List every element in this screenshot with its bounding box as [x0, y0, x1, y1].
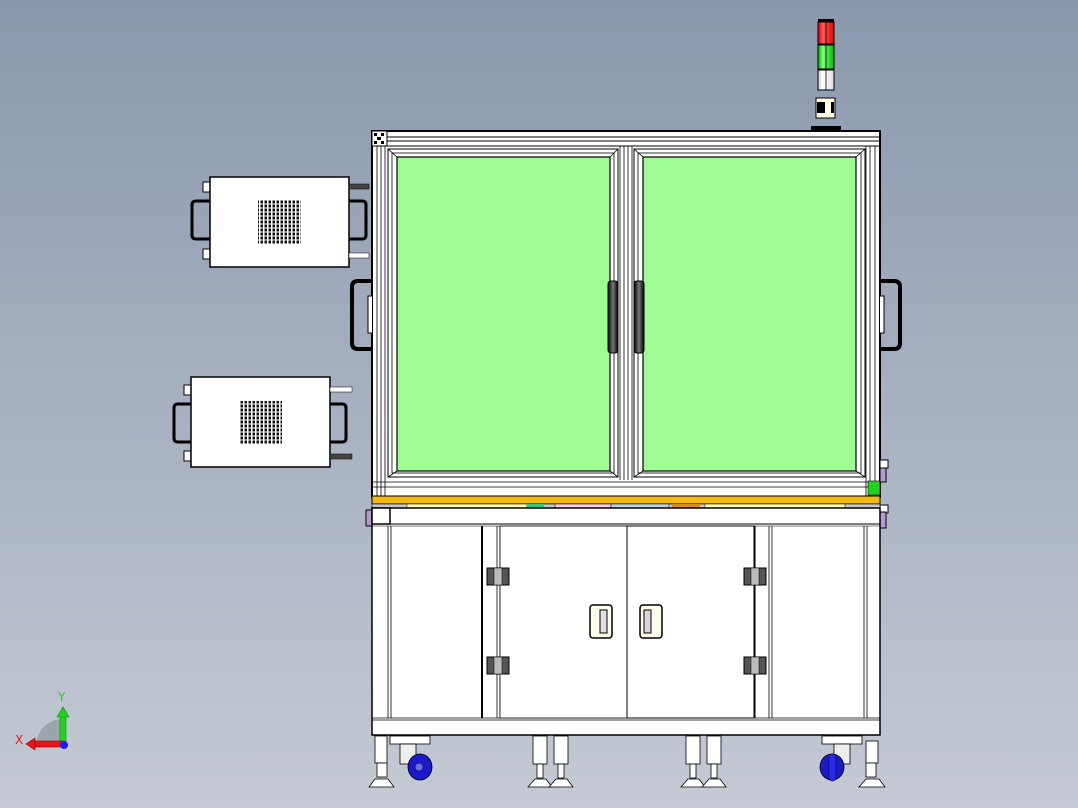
side-handle-right[interactable] — [880, 279, 902, 351]
cabinet-door-left[interactable] — [499, 525, 628, 719]
x-axis-arrow-icon — [33, 740, 65, 748]
cabinet-handle-left[interactable] — [589, 604, 613, 639]
right-glass-door[interactable] — [633, 148, 866, 478]
x-axis-label: X — [15, 733, 23, 747]
cabinet-door-right[interactable] — [626, 525, 755, 719]
signal-tower[interactable] — [811, 19, 841, 130]
control-box-lower[interactable] — [172, 376, 353, 468]
corner-connector-icon — [867, 480, 881, 496]
cabinet-handle-right[interactable] — [639, 604, 663, 639]
door-handle-left[interactable] — [607, 280, 619, 354]
z-axis-dot-icon — [60, 741, 68, 749]
hinge-icon — [486, 656, 510, 675]
leveling-feet — [368, 735, 886, 788]
vent-grille-icon — [258, 200, 301, 244]
caster-left — [389, 735, 433, 781]
axis-triad: Y X — [15, 690, 70, 751]
side-handle-left[interactable] — [350, 279, 372, 351]
hinge-icon — [486, 567, 510, 586]
hinge-icon — [743, 656, 767, 675]
hinge-icon — [743, 567, 767, 586]
base-plate — [371, 495, 881, 509]
caster-right — [819, 735, 863, 782]
y-axis-label: Y — [57, 690, 66, 704]
door-handle-right[interactable] — [633, 280, 645, 354]
control-box-upper[interactable] — [190, 176, 370, 268]
vent-grille-icon — [239, 401, 282, 444]
left-glass-door[interactable] — [387, 148, 619, 478]
